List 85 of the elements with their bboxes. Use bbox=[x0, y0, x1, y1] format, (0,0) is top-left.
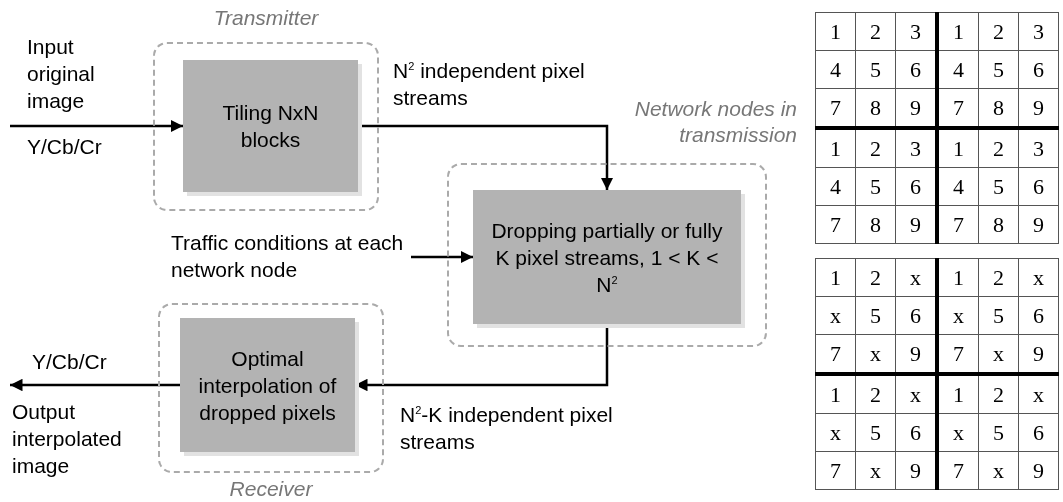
grid-cell: 2 bbox=[978, 258, 1019, 297]
grid-cell: 7 bbox=[815, 88, 856, 128]
grid-cell: x bbox=[895, 374, 937, 414]
grid-cell: 7 bbox=[937, 451, 979, 490]
grid-cell: 7 bbox=[815, 205, 856, 244]
grid-cell: 1 bbox=[937, 258, 979, 297]
grid-cell: 2 bbox=[978, 12, 1019, 51]
grid-cell: 5 bbox=[978, 167, 1019, 206]
grid-cell: x bbox=[815, 413, 856, 452]
grid-cell: 7 bbox=[937, 334, 979, 374]
grid-cell: 2 bbox=[855, 128, 896, 168]
grid-cell: 5 bbox=[978, 413, 1019, 452]
grid-cell: 5 bbox=[855, 296, 896, 335]
grid-cell: 1 bbox=[815, 128, 856, 168]
arrow bbox=[10, 119, 183, 133]
group-title: Transmitter bbox=[212, 5, 320, 31]
grid-cell: x bbox=[978, 451, 1019, 490]
grid-cell: 8 bbox=[855, 88, 896, 128]
grid-cell: 3 bbox=[895, 12, 937, 51]
grid-cell: x bbox=[895, 258, 937, 297]
grid-cell: 7 bbox=[815, 334, 856, 374]
grid-cell: 1 bbox=[937, 12, 979, 51]
arrow bbox=[10, 378, 180, 392]
grid-cell: 9 bbox=[895, 451, 937, 490]
grid-cell: 9 bbox=[895, 334, 937, 374]
grid-cell: 8 bbox=[978, 205, 1019, 244]
grid-cell: 1 bbox=[937, 374, 979, 414]
arrow bbox=[411, 250, 473, 264]
edge-label: Y/Cb/Cr bbox=[32, 349, 108, 375]
grid-cell: x bbox=[1018, 374, 1059, 414]
grid-cell: 9 bbox=[895, 88, 937, 128]
grid-cell: 6 bbox=[895, 296, 937, 335]
grid-cell: 3 bbox=[895, 128, 937, 168]
grid-cell: 2 bbox=[855, 258, 896, 297]
grid-cell: 6 bbox=[895, 50, 937, 89]
grid-cell: 2 bbox=[978, 128, 1019, 168]
grid-cell: 7 bbox=[937, 88, 979, 128]
grid-cell: 8 bbox=[978, 88, 1019, 128]
grid-cell: x bbox=[815, 296, 856, 335]
group-title: Receiver bbox=[228, 476, 314, 502]
input-text: Traffic conditions at each network node bbox=[171, 229, 411, 283]
grid-cell: 6 bbox=[895, 167, 937, 206]
grid-cell: 5 bbox=[978, 50, 1019, 89]
grid-cell: 1 bbox=[937, 128, 979, 168]
grid-cell: 3 bbox=[1018, 12, 1059, 51]
grid-cell: 6 bbox=[1018, 167, 1059, 206]
grid-cell: x bbox=[937, 413, 979, 452]
grid-cell: 4 bbox=[815, 50, 856, 89]
grid-cell: 6 bbox=[1018, 296, 1059, 335]
grid-cell: 2 bbox=[855, 374, 896, 414]
grid-cell: 6 bbox=[1018, 50, 1059, 89]
grid-cell: 5 bbox=[978, 296, 1019, 335]
grid-cell: 7 bbox=[937, 205, 979, 244]
grid-cell: x bbox=[1018, 258, 1059, 297]
grid-cell: 2 bbox=[978, 374, 1019, 414]
edge-label: N$^{2}$-K independent pixel streams bbox=[400, 402, 614, 455]
grid-cell: 4 bbox=[937, 167, 979, 206]
grid-cell: 9 bbox=[1018, 205, 1059, 244]
grid-cell: 9 bbox=[895, 205, 937, 244]
grid-cell: x bbox=[937, 296, 979, 335]
grid-cell: x bbox=[855, 334, 896, 374]
edge-label: N$^{2}$ independent pixel streams bbox=[393, 58, 586, 111]
grid-cell: 1 bbox=[815, 12, 856, 51]
grid-cell: 9 bbox=[1018, 88, 1059, 128]
grid-cell: 5 bbox=[855, 50, 896, 89]
grid-cell: 3 bbox=[1018, 128, 1059, 168]
edge-label: Y/Cb/Cr bbox=[27, 134, 103, 160]
grid-cell: 5 bbox=[855, 167, 896, 206]
grid-cell: 1 bbox=[815, 258, 856, 297]
grid-cell: 8 bbox=[855, 205, 896, 244]
grid-cell: 7 bbox=[815, 451, 856, 490]
grid-cell: 6 bbox=[895, 413, 937, 452]
grid-cell: x bbox=[978, 334, 1019, 374]
annotation-text: Input original image bbox=[27, 34, 96, 114]
grid-cell: 2 bbox=[855, 12, 896, 51]
annotation-text: Output interpolated image bbox=[12, 399, 123, 479]
grid-cell: 4 bbox=[815, 167, 856, 206]
grid-cell: 9 bbox=[1018, 334, 1059, 374]
group-title: Network nodes in transmission bbox=[633, 96, 797, 148]
grid-cell: 4 bbox=[937, 50, 979, 89]
grid-cell: 6 bbox=[1018, 413, 1059, 452]
grid-cell: 9 bbox=[1018, 451, 1059, 490]
grid-cell: x bbox=[855, 451, 896, 490]
grid-cell: 5 bbox=[855, 413, 896, 452]
grid-cell: 1 bbox=[815, 374, 856, 414]
